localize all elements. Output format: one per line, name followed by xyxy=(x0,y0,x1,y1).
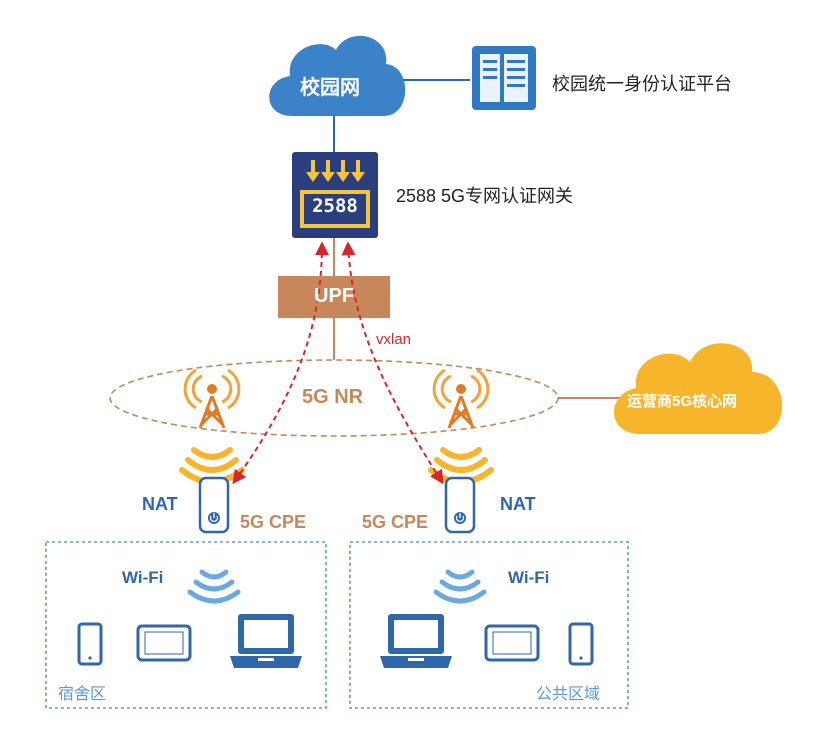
vxlan-label: vxlan xyxy=(376,331,412,348)
laptop-icon xyxy=(230,614,302,668)
cpe-device-icon xyxy=(198,476,230,534)
core-network-label: 运营商5G核心网 xyxy=(627,393,738,410)
nat-label-left: NAT xyxy=(142,494,178,514)
cpe-label-right: 5G CPE xyxy=(362,512,429,532)
dormitory-area-box xyxy=(45,541,327,709)
auth-platform-label: 校园统一身份认证平台 xyxy=(552,74,732,94)
upf-label: UPF xyxy=(314,285,354,307)
gateway-box-text: 2588 xyxy=(312,195,358,217)
server-icon xyxy=(472,46,536,110)
cpe-device-icon xyxy=(444,476,476,534)
laptop-icon xyxy=(380,614,452,668)
core-network-cloud xyxy=(613,343,783,434)
wifi-label-left: Wi-Fi xyxy=(122,568,164,587)
wifi-label-right: Wi-Fi xyxy=(508,568,550,587)
connector-lines xyxy=(333,79,622,399)
cell-tower-icon xyxy=(432,368,490,429)
tablet-icon xyxy=(136,624,192,662)
vxlan-tunnel-left xyxy=(232,241,329,485)
campus-network-cloud xyxy=(269,35,406,116)
tablet-icon xyxy=(484,624,540,662)
gateway-label: 2588 5G专网认证网关 xyxy=(396,186,574,206)
phone-icon xyxy=(77,622,103,666)
campus-network-label: 校园网 xyxy=(300,77,360,99)
cell-tower-icon xyxy=(183,368,241,429)
phone-icon xyxy=(568,622,594,666)
nat-label-right: NAT xyxy=(500,494,536,514)
gateway-device-icon xyxy=(292,152,378,238)
wifi-icon xyxy=(187,569,241,604)
nr-coverage-ellipse xyxy=(109,359,559,437)
public-area-box xyxy=(349,541,629,709)
dormitory-area-label: 宿舍区 xyxy=(58,686,107,703)
cpe-label-left: 5G CPE xyxy=(240,512,307,532)
nr-label: 5G NR xyxy=(302,386,364,408)
wifi-icon xyxy=(433,569,487,604)
public-area-label: 公共区域 xyxy=(536,686,601,703)
